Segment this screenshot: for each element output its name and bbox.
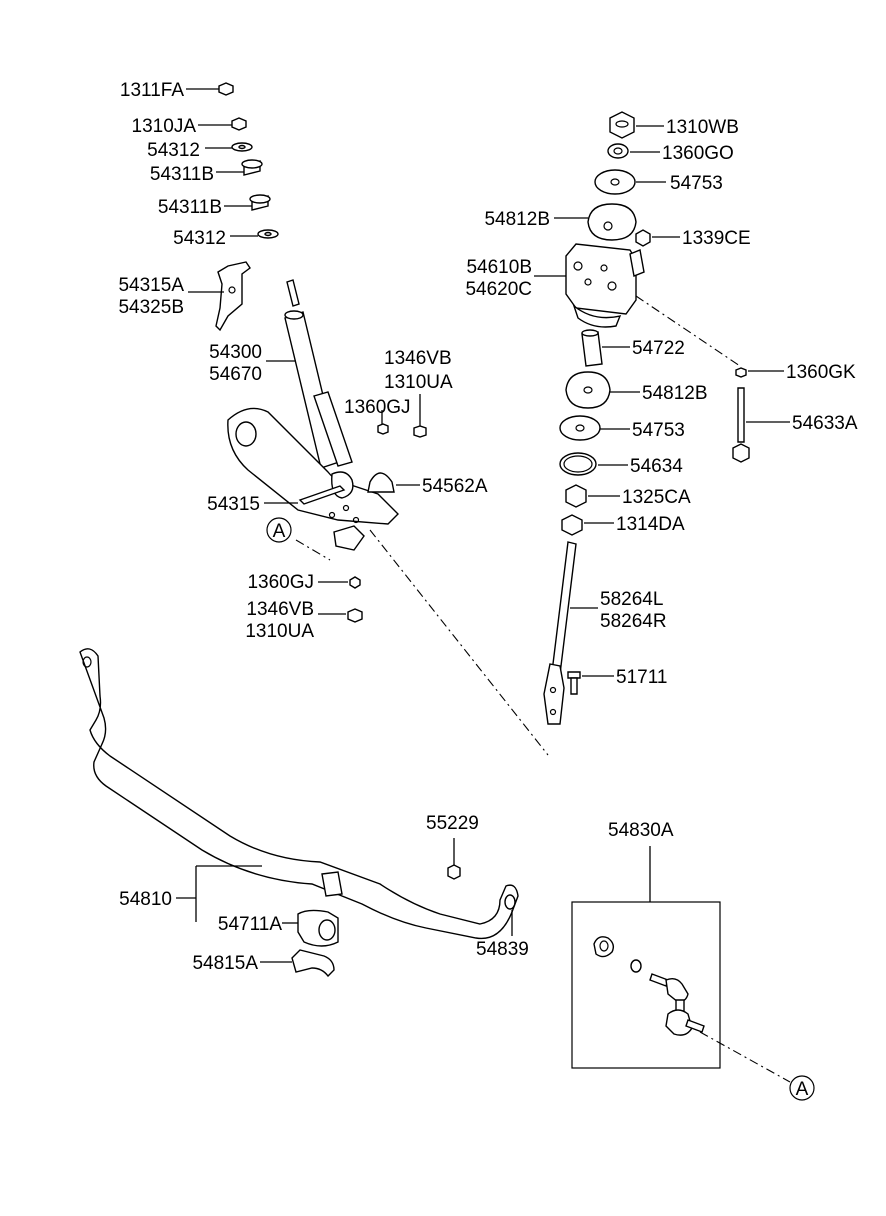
label-54315a: 54315A [118, 275, 184, 296]
nut-1360gj-upper [377, 410, 389, 435]
bracket-54610b [534, 243, 645, 328]
bushing-54311b-upper [216, 159, 263, 176]
washer-54312-lower [230, 229, 279, 239]
nut-1310wb [609, 111, 664, 139]
washer-1360go [607, 143, 660, 159]
label-54633a: 54633A [792, 413, 858, 434]
nut-1310ja [198, 117, 247, 131]
label-54610b: 54610B [466, 257, 532, 278]
label-54312-lower: 54312 [173, 228, 226, 249]
ref-a-left-text: A [273, 521, 286, 542]
ref-a-right-text: A [796, 1079, 809, 1100]
label-55229: 55229 [426, 813, 479, 834]
shock-absorber-54300 [266, 279, 353, 469]
washer-54312-upper [205, 142, 253, 152]
nut-1360gj-lower [318, 576, 361, 589]
washer-54839 [504, 894, 516, 936]
bushing-54812b-lower [565, 371, 640, 409]
nut-1325ca [565, 484, 620, 508]
bumper-54562a [367, 472, 420, 493]
link-kit-54830a [571, 846, 791, 1083]
label-58264l: 58264L [600, 589, 663, 610]
label-54812b-upper: 54812B [484, 209, 550, 230]
label-58264r: 58264R [600, 611, 667, 632]
label-54670: 54670 [209, 364, 262, 385]
label-54300: 54300 [209, 342, 262, 363]
label-1310ua-upper: 1310UA [384, 372, 453, 393]
label-54810: 54810 [119, 889, 172, 910]
label-1360gj-upper: 1360GJ [344, 397, 411, 418]
bolt-51711 [567, 671, 614, 695]
label-54812b-lower: 54812B [642, 383, 708, 404]
label-54312-upper: 54312 [147, 140, 200, 161]
label-1311fa: 1311FA [120, 80, 184, 101]
label-54753-upper: 54753 [670, 173, 723, 194]
nut-1346vb-lower [318, 608, 363, 623]
label-54620c: 54620C [465, 279, 532, 300]
nut-1346vb-upper [413, 394, 427, 438]
nut-1311fa [186, 82, 234, 96]
bracket-under-arm [295, 525, 365, 561]
label-1360go: 1360GO [662, 143, 734, 164]
label-54722: 54722 [632, 338, 685, 359]
label-54634: 54634 [630, 456, 683, 477]
label-54753-lower: 54753 [632, 420, 685, 441]
bolt-54633a [732, 387, 790, 463]
washer-54753-upper [594, 169, 666, 195]
bushing-54711a [195, 909, 339, 947]
nut-55229 [447, 838, 461, 880]
label-1346vb-lower: 1346VB [246, 599, 314, 620]
label-54315: 54315 [207, 494, 260, 515]
reference-a-right: A [789, 1075, 815, 1101]
label-1339ce: 1339CE [682, 228, 751, 249]
lower-arm [227, 407, 399, 525]
label-1325ca: 1325CA [622, 487, 691, 508]
label-54839: 54839 [476, 939, 529, 960]
label-1360gj-lower: 1360GJ [247, 572, 314, 593]
bracket-54815a [260, 949, 335, 978]
ring-54634 [559, 452, 628, 476]
bushing-54311b-lower [224, 194, 271, 211]
reference-a-left: A [266, 517, 292, 543]
label-1310ja: 1310JA [132, 116, 197, 137]
label-54711a: 54711A [218, 914, 282, 935]
label-1314da: 1314DA [616, 514, 685, 535]
bracket-54315a [188, 261, 251, 332]
nut-1314da [561, 514, 614, 536]
nut-1360gk [735, 367, 784, 378]
label-54815a: 54815A [192, 953, 258, 974]
part-labels: 1311FA 1310JA 54312 54311B 54311B 54312 … [118, 80, 857, 974]
label-54325b: 54325B [118, 297, 184, 318]
nut-1339ce [635, 229, 680, 247]
label-1346vb-upper: 1346VB [384, 348, 452, 369]
sleeve-54722 [581, 329, 630, 367]
tension-rod-58264 [543, 541, 598, 725]
bushing-54812b-upper [554, 203, 637, 241]
label-54311b-lower: 54311B [158, 197, 222, 218]
label-1360gk: 1360GK [786, 362, 856, 383]
label-54562a: 54562A [422, 476, 488, 497]
washer-54753-lower [559, 415, 630, 441]
label-1310wb: 1310WB [666, 117, 739, 138]
label-54830a: 54830A [608, 820, 674, 841]
stabilizer-bar-54810 [79, 648, 519, 940]
label-54311b-upper: 54311B [150, 164, 214, 185]
label-1310ua-lower: 1310UA [245, 621, 314, 642]
label-51711: 51711 [616, 667, 667, 688]
